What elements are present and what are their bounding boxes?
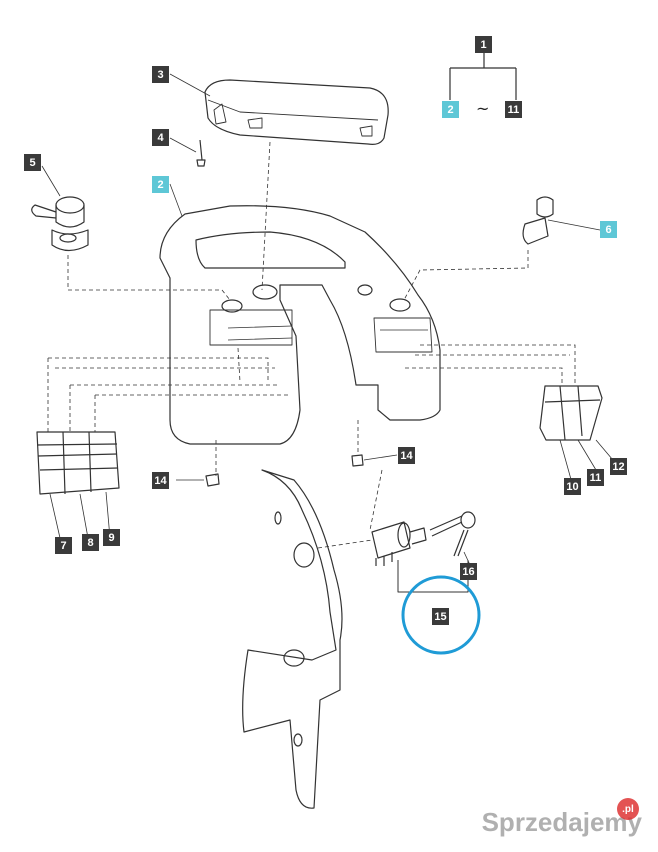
callout-2-range-start: 2 [442,101,459,118]
watermark-text: Sprzedajemy [481,807,642,837]
callout-14-left: 14 [152,472,169,489]
leader-lines [47,141,576,549]
part-cover-3 [204,79,389,145]
part-lower-panel [242,469,343,809]
callout-8: 8 [82,534,99,551]
callout-11: 11 [587,469,604,486]
part-nut-14-mid [351,454,364,467]
callout-9: 9 [103,529,120,546]
callout-4: 4 [152,129,169,146]
callout-2-part: 2 [152,176,169,193]
range-tilde: ~ [476,99,490,118]
part-key-16 [429,511,476,557]
callout-14-mid: 14 [398,447,415,464]
callout-6: 6 [600,221,617,238]
part-nut-14-left [205,473,220,487]
callout-7: 7 [55,537,72,554]
part-ignition-switch-15 [371,521,427,566]
callout-5: 5 [24,154,41,171]
callout-1: 1 [475,36,492,53]
callout-16: 16 [460,563,477,580]
callout-lines [41,73,619,566]
callout-15: 15 [432,608,449,625]
callout-3: 3 [152,66,169,83]
part-screw-4 [196,139,206,167]
part-knob-6 [522,196,554,245]
range-bracket [449,53,517,100]
watermark-badge: .pl [617,798,639,820]
highlight-circle [401,575,481,655]
callout-12: 12 [610,458,627,475]
part-switch-block-7-8-9 [36,431,120,495]
part-knob-5 [31,196,89,252]
callout-11-range-end: 11 [505,101,522,118]
callout-10: 10 [564,478,581,495]
part-switch-block-10-11-12 [539,385,603,441]
part-console-housing-2 [159,205,441,445]
